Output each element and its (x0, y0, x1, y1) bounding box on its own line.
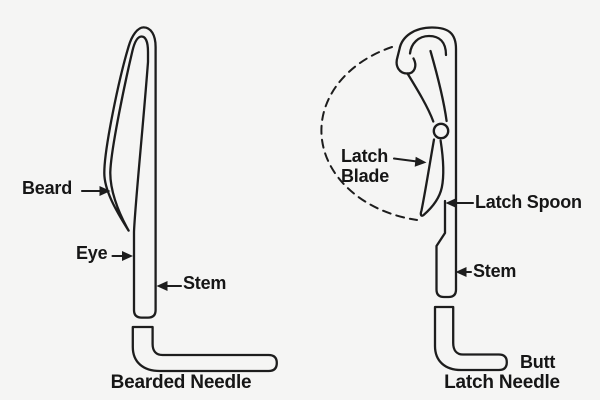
bearded-needle-butt (131, 325, 278, 373)
latch-needle-butt (433, 305, 508, 372)
bearded-needle-caption: Bearded Needle (110, 372, 252, 393)
latch-closed-edge-left (406, 72, 435, 123)
latch-open-blade-spoon (419, 138, 445, 217)
latch-spoon-arrow (445, 198, 475, 208)
latch-rivet-icon (432, 122, 450, 140)
stem-label-right: Stem (473, 261, 517, 281)
beard-arrow (80, 186, 111, 196)
latch-needle-caption: Latch Needle (444, 372, 560, 393)
latch-needle-hook-inner (408, 34, 448, 57)
latch-blade-label: Latch Blade (341, 146, 390, 186)
latch-swing-arc (320, 46, 418, 221)
butt-label: Butt (520, 352, 556, 372)
latch-blade-arrow (392, 156, 427, 167)
stem-label-left: Stem (183, 273, 227, 293)
latch-needle-stem-hook (395, 26, 458, 299)
stem-right-arrow (455, 267, 473, 277)
bearded-needle-outline (103, 26, 157, 319)
beard-label: Beard (22, 178, 73, 198)
latch-spoon-label: Latch Spoon (475, 192, 582, 212)
latch-closed-edge-right (429, 49, 448, 123)
eye-label: Eye (76, 243, 108, 263)
stem-left-arrow (156, 281, 183, 291)
eye-arrow (111, 251, 133, 261)
